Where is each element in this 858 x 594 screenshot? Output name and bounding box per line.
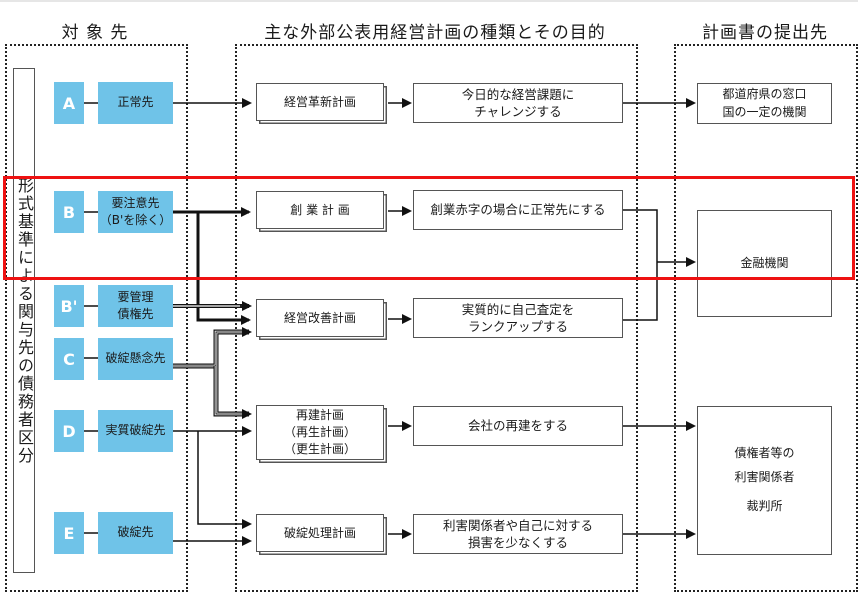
arrow-D-liquidation [197,431,252,529]
destination-line: 国の一定の機関 [722,104,807,119]
entity-code-A: A [54,82,84,124]
destination-financial-institution: 金融機関 [697,210,832,317]
entity-name-E: 破綻先 [98,512,173,554]
purpose-normalize: 創業赤字の場合に正常先にする [413,190,623,230]
purpose-line: 会社の再建をする [467,418,568,434]
entity-name-A: 正常先 [98,82,173,124]
entity-code-E: E [54,512,84,554]
entity-name-line: （B'を除く） [99,213,172,227]
destination-prefecture: 都道府県の窓口 国の一定の機関 [697,83,832,124]
plan-line: 破綻処理計画 [283,525,356,540]
destination-line: 都道府県の窓口 [722,87,807,102]
plan-line: （更生計画） [283,441,356,456]
plan-line: 再建計画 [295,408,344,423]
top-rule [0,0,858,2]
column-title-targets: 対 象 先 [61,23,129,43]
submit-column-frame [674,44,858,592]
plan-startup: 創 業 計 画 [256,191,384,229]
destination-creditors-court: 債権者等の 利害関係者 裁判所 [697,406,832,555]
column-title-plans: 主な外部公表用経営計画の種類とその目的 [264,23,606,43]
purpose-line: 今日的な経営課題に [461,86,575,102]
plan-liquidation: 破綻処理計画 [256,514,384,552]
purpose-line: ランクアップする [467,319,568,334]
purpose-line: 利害関係者や自己に対する [442,517,593,533]
bracket-purpose2-3 [623,209,658,321]
entity-name-line: 破綻懸念先 [105,351,166,366]
targets-column-frame [5,44,188,592]
entity-name-B: 要注意先 （B'を除く） [98,191,173,233]
entity-name-line: 要管理 [117,289,154,304]
column-title-submit-to: 計画書の提出先 [702,23,828,43]
plan-management-innovation: 経営革新計画 [256,83,384,121]
destination-line: 債権者等の [734,446,795,461]
plan-line: 経営革新計画 [283,94,356,109]
arrow-C-improvement-rebuild [173,327,252,419]
entity-name-Bprime: 要管理 債権先 [98,285,173,327]
purpose-line: 創業赤字の場合に正常先にする [430,202,606,218]
entity-code-C: C [54,338,84,380]
plans-column-frame [235,44,638,592]
entity-name-D: 実質破綻先 [98,410,173,452]
entity-name-line: 債権先 [117,307,154,321]
entity-name-line: 正常先 [117,95,154,110]
arrow-B-improvement [196,212,251,325]
entity-name-line: 実質破綻先 [105,423,166,438]
plan-line: 経営改善計画 [283,310,356,325]
purpose-challenge: 今日的な経営課題に チャレンジする [413,83,623,123]
plan-line: 創 業 計 画 [290,202,350,217]
destination-line: 金融機関 [740,255,789,270]
purpose-reduce-damage: 利害関係者や自己に対する 損害を少なくする [413,514,623,554]
entity-name-line: 要注意先 [111,195,160,210]
plan-rebuild: 再建計画 （再生計画） （更生計画） [256,405,384,460]
entity-code-D: D [54,410,84,452]
purpose-rebuild: 会社の再建をする [413,406,623,446]
purpose-line: 実質的に自己査定を [461,301,575,317]
debtor-classification-label: 形式基準による関与先の債務者区分 [15,176,34,465]
destination-line: 裁判所 [746,499,783,514]
entity-code-Bprime: B' [54,285,84,327]
purpose-line: 損害を少なくする [467,535,568,550]
purpose-line: チャレンジする [474,104,562,119]
debtor-classification-label-box: 形式基準による関与先の債務者区分 [13,68,35,573]
plan-management-improvement: 経営改善計画 [256,299,384,337]
entity-name-line: 破綻先 [117,525,154,540]
entity-name-C: 破綻懸念先 [98,338,173,380]
destination-line: 利害関係者 [734,469,795,484]
entity-code-B: B [54,191,84,233]
purpose-rank-up: 実質的に自己査定を ランクアップする [413,298,623,338]
plan-line: （再生計画） [283,425,356,440]
